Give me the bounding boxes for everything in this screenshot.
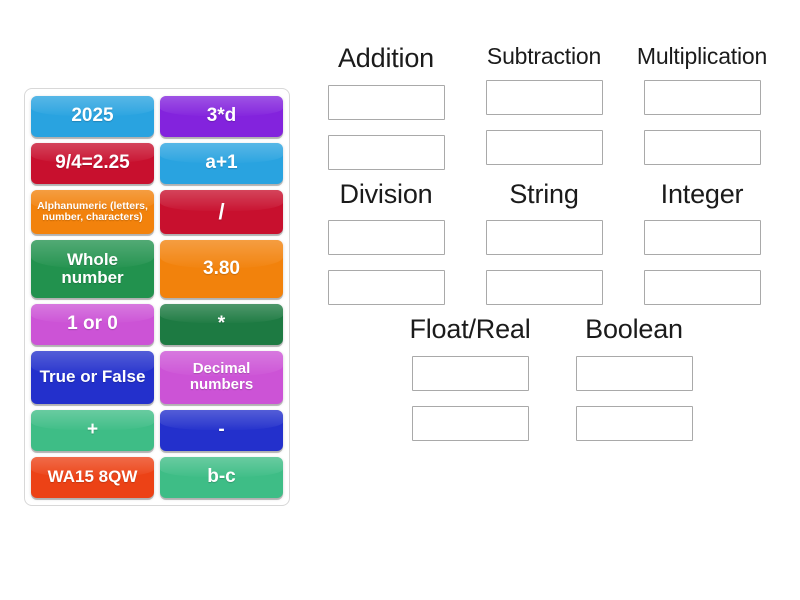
- draggable-tile[interactable]: Alphanumeric (letters, number, character…: [31, 190, 154, 235]
- tile-label: a+1: [205, 152, 238, 174]
- category-column: Integer: [634, 178, 770, 306]
- draggable-tile[interactable]: 1 or 0: [31, 303, 154, 345]
- category-title: Addition: [338, 43, 434, 73]
- draggable-tile[interactable]: a+1: [160, 143, 283, 185]
- tile-label: b-c: [207, 466, 236, 488]
- category-title: Subtraction: [486, 43, 602, 69]
- draggable-tile[interactable]: -: [160, 409, 283, 451]
- drop-slot[interactable]: [485, 80, 603, 116]
- tile-label: +: [86, 419, 99, 441]
- category-column: Boolean: [566, 314, 702, 442]
- drop-slot[interactable]: [575, 356, 693, 392]
- draggable-tile[interactable]: WA15 8QW: [31, 456, 154, 498]
- tile-label: 1 or 0: [67, 313, 118, 335]
- tile-label: True or False: [39, 367, 146, 387]
- tile-label: -: [218, 419, 225, 441]
- drop-slot[interactable]: [643, 220, 761, 256]
- category-column: Addition: [318, 43, 454, 170]
- drop-slot[interactable]: [485, 130, 603, 166]
- category-column: Division: [318, 178, 454, 306]
- category-title: Integer: [660, 178, 744, 209]
- tile-label: 2025: [71, 105, 114, 127]
- category-title: String: [509, 178, 579, 209]
- category-row: Float/Real Boolean: [318, 314, 786, 442]
- drop-slot[interactable]: [327, 270, 445, 306]
- draggable-tile[interactable]: 2025: [31, 96, 154, 138]
- drop-slot[interactable]: [411, 356, 529, 392]
- category-column: String: [476, 178, 612, 306]
- drop-slot[interactable]: [485, 270, 603, 306]
- drop-slot[interactable]: [643, 130, 761, 166]
- draggable-tile[interactable]: b-c: [160, 456, 283, 498]
- drop-slot[interactable]: [643, 270, 761, 306]
- category-column: Float/Real: [402, 314, 538, 442]
- drop-slot[interactable]: [327, 134, 445, 170]
- draggable-tile[interactable]: Decimal numbers: [160, 350, 283, 404]
- drop-slot[interactable]: [327, 220, 445, 256]
- draggable-tile[interactable]: True or False: [31, 350, 154, 404]
- category-row: Division String Integer: [318, 178, 786, 306]
- tile-label: WA15 8QW: [47, 467, 138, 487]
- draggable-tile[interactable]: 3*d: [160, 96, 283, 138]
- drop-slot[interactable]: [327, 84, 445, 120]
- tile-label: Decimal numbers: [189, 360, 254, 394]
- category-title: Division: [339, 178, 433, 209]
- drop-slot[interactable]: [575, 406, 693, 442]
- category-title: Multiplication: [636, 43, 768, 69]
- tile-label: 3.80: [203, 257, 240, 279]
- drop-slot[interactable]: [485, 220, 603, 256]
- category-title: Float/Real: [409, 314, 531, 345]
- tile-label: 3*d: [206, 105, 237, 127]
- draggable-tile[interactable]: 3.80: [160, 240, 283, 298]
- drop-slot[interactable]: [643, 80, 761, 116]
- draggable-tile[interactable]: /: [160, 190, 283, 235]
- category-row: Addition Subtraction Multiplication: [318, 43, 786, 170]
- category-title: Boolean: [585, 314, 683, 345]
- tile-label: /: [218, 199, 225, 225]
- draggable-tile[interactable]: +: [31, 409, 154, 451]
- tile-label: *: [217, 313, 226, 335]
- category-column: Subtraction: [476, 43, 612, 170]
- tile-label: 9/4=2.25: [55, 152, 130, 174]
- tile-label: Whole number: [61, 249, 124, 288]
- draggable-tile[interactable]: Whole number: [31, 240, 154, 298]
- draggable-tile[interactable]: *: [160, 303, 283, 345]
- draggable-tile[interactable]: 9/4=2.25: [31, 143, 154, 185]
- tile-label: Alphanumeric (letters, number, character…: [37, 199, 148, 224]
- category-column: Multiplication: [634, 43, 770, 170]
- drop-slot[interactable]: [411, 406, 529, 442]
